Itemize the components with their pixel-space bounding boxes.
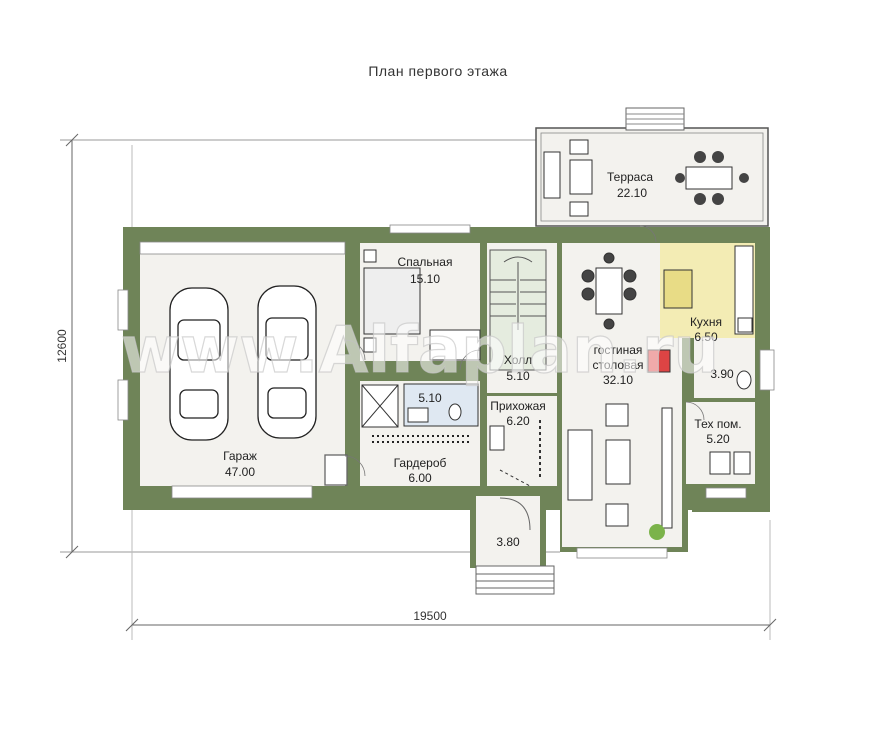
watermark: www.Alfaplan.ru bbox=[121, 314, 719, 388]
living-name: гостиная bbox=[594, 343, 643, 357]
tech-name: Тех пом. bbox=[694, 417, 741, 431]
kitchen-name: Кухня bbox=[690, 315, 722, 329]
kitchen-furniture bbox=[663, 245, 754, 335]
bedroom-name: Спальная bbox=[398, 255, 453, 269]
porch-steps bbox=[475, 497, 555, 595]
doors bbox=[344, 225, 705, 477]
wc-fixtures bbox=[736, 370, 752, 390]
bedroom-furniture bbox=[363, 249, 481, 361]
garage-cars bbox=[169, 285, 348, 486]
bedroom-area: 15.10 bbox=[410, 272, 440, 286]
wardrobe-rails bbox=[372, 435, 472, 443]
windows bbox=[117, 224, 775, 559]
hall-area: 5.10 bbox=[506, 369, 530, 383]
garage-name: Гараж bbox=[223, 449, 257, 463]
wc-area: 3.90 bbox=[710, 367, 734, 381]
terrace bbox=[535, 107, 769, 227]
living-furniture bbox=[567, 252, 673, 540]
terrace-area: 22.10 bbox=[617, 186, 647, 200]
entry-furniture bbox=[489, 420, 541, 487]
tech-equipment bbox=[709, 451, 751, 475]
living-area: 32.10 bbox=[603, 373, 633, 387]
porch-area: 3.80 bbox=[496, 535, 520, 549]
bathroom-fixtures bbox=[361, 383, 479, 428]
wardrobe-area: 6.00 bbox=[408, 471, 432, 485]
living-name-2: столовая bbox=[593, 358, 644, 372]
stairs bbox=[489, 249, 547, 371]
bath-area: 5.10 bbox=[418, 391, 442, 405]
terrace-name: Терраса bbox=[607, 170, 653, 184]
wardrobe-name: Гардероб bbox=[394, 456, 447, 470]
entry-area: 6.20 bbox=[506, 414, 530, 428]
tech-area: 5.20 bbox=[706, 432, 730, 446]
garage-area: 47.00 bbox=[225, 465, 255, 479]
depth-dimension: 12600 bbox=[55, 329, 69, 363]
entry-name: Прихожая bbox=[490, 399, 546, 413]
width-dimension: 19500 bbox=[413, 609, 447, 623]
plan-title: План первого этажа bbox=[368, 63, 507, 79]
hall-name: Холл bbox=[504, 353, 532, 367]
kitchen-area: 6.50 bbox=[694, 330, 718, 344]
